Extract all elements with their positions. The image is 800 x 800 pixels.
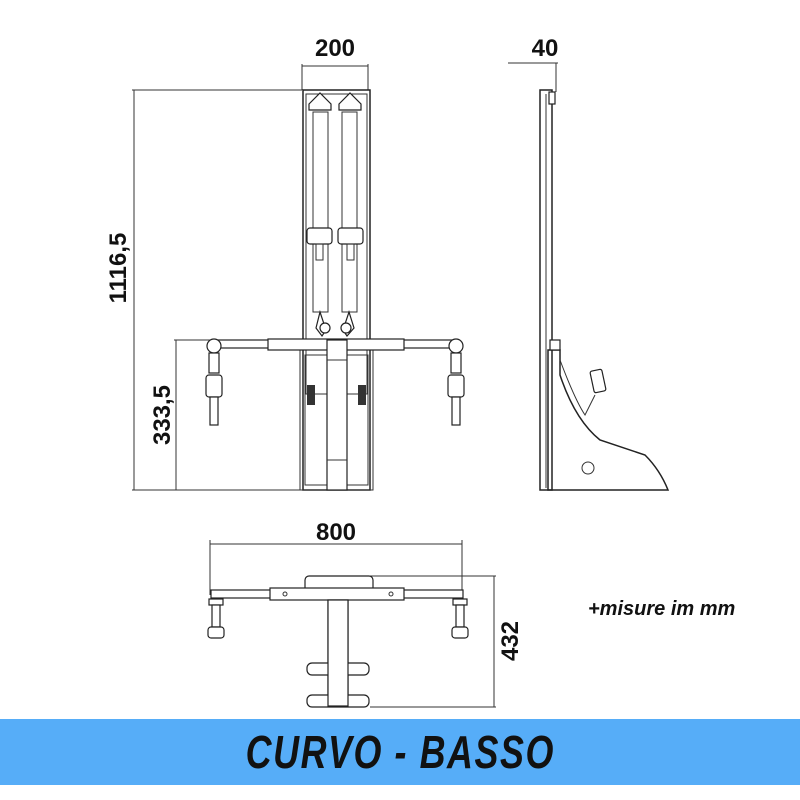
banner-title: CURVO - BASSO — [245, 726, 555, 778]
front-view: 200 1116,5 333,5 — [105, 35, 465, 491]
dim-lower-height: 333,5 — [149, 385, 176, 445]
dim-side-depth: 40 — [532, 35, 559, 62]
title-banner: CURVO - BASSO — [0, 719, 800, 785]
units-note: +misure im mm — [588, 598, 736, 620]
dim-front-width: 200 — [315, 35, 355, 62]
side-view: 40 — [508, 35, 670, 491]
dim-total-height: 1116,5 — [105, 233, 132, 304]
handles — [205, 338, 465, 426]
dim-top-depth: 432 — [497, 621, 524, 661]
belts — [306, 92, 364, 338]
top-view: 800 432 — [207, 519, 524, 708]
dim-top-width: 800 — [316, 519, 356, 546]
